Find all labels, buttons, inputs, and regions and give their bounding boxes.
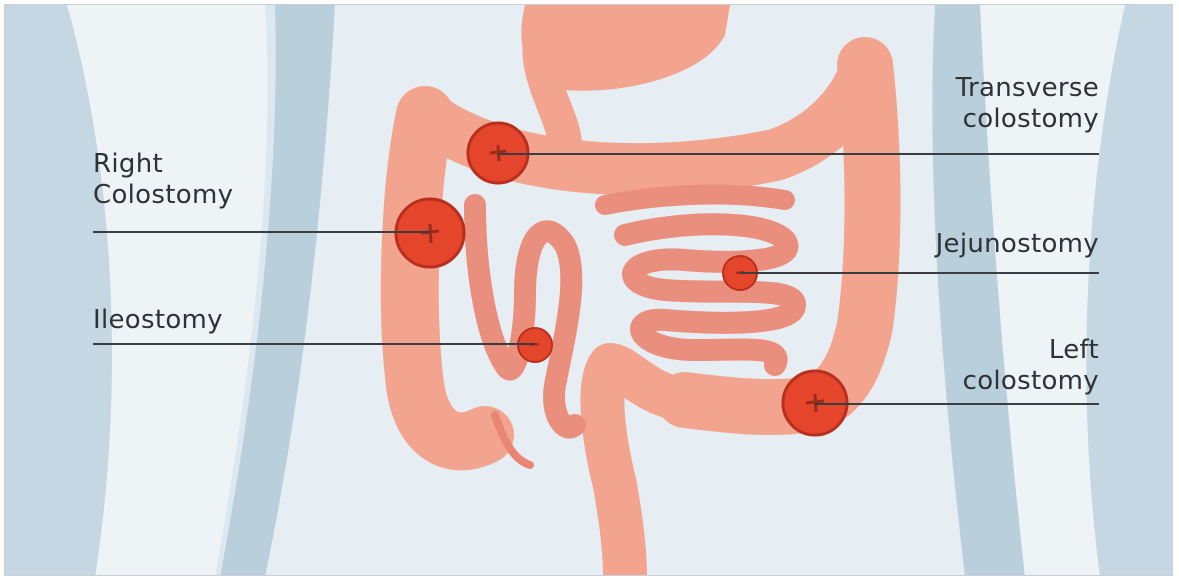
label-transverse-colostomy-line-1: Transverse — [956, 73, 1099, 104]
label-left-colostomy-line-2: colostomy — [963, 366, 1099, 397]
label-left-colostomy: Left colostomy — [963, 335, 1099, 397]
leader-transverse-colostomy — [498, 153, 1099, 155]
leader-right-colostomy — [93, 231, 430, 233]
label-left-colostomy-line-1: Left — [963, 335, 1099, 366]
label-transverse-colostomy-line-2: colostomy — [956, 104, 1099, 135]
leader-ileostomy — [93, 343, 535, 345]
label-transverse-colostomy: Transverse colostomy — [956, 73, 1099, 135]
diagram-frame: Right Colostomy Ileostomy Transverse col… — [4, 4, 1173, 576]
stoma-right-colostomy — [396, 199, 464, 267]
stoma-ileostomy — [518, 328, 552, 362]
leader-jejunostomy — [740, 272, 1099, 274]
label-jejunostomy-line-1: Jejunostomy — [936, 229, 1099, 260]
jejunum-upper — [605, 195, 785, 205]
label-right-colostomy-line-2: Colostomy — [93, 180, 233, 211]
label-ileostomy: Ileostomy — [93, 305, 223, 336]
label-ileostomy-line-1: Ileostomy — [93, 305, 223, 336]
leader-left-colostomy — [815, 403, 1099, 405]
label-jejunostomy: Jejunostomy — [936, 229, 1099, 260]
label-right-colostomy: Right Colostomy — [93, 149, 233, 211]
label-right-colostomy-line-1: Right — [93, 149, 233, 180]
